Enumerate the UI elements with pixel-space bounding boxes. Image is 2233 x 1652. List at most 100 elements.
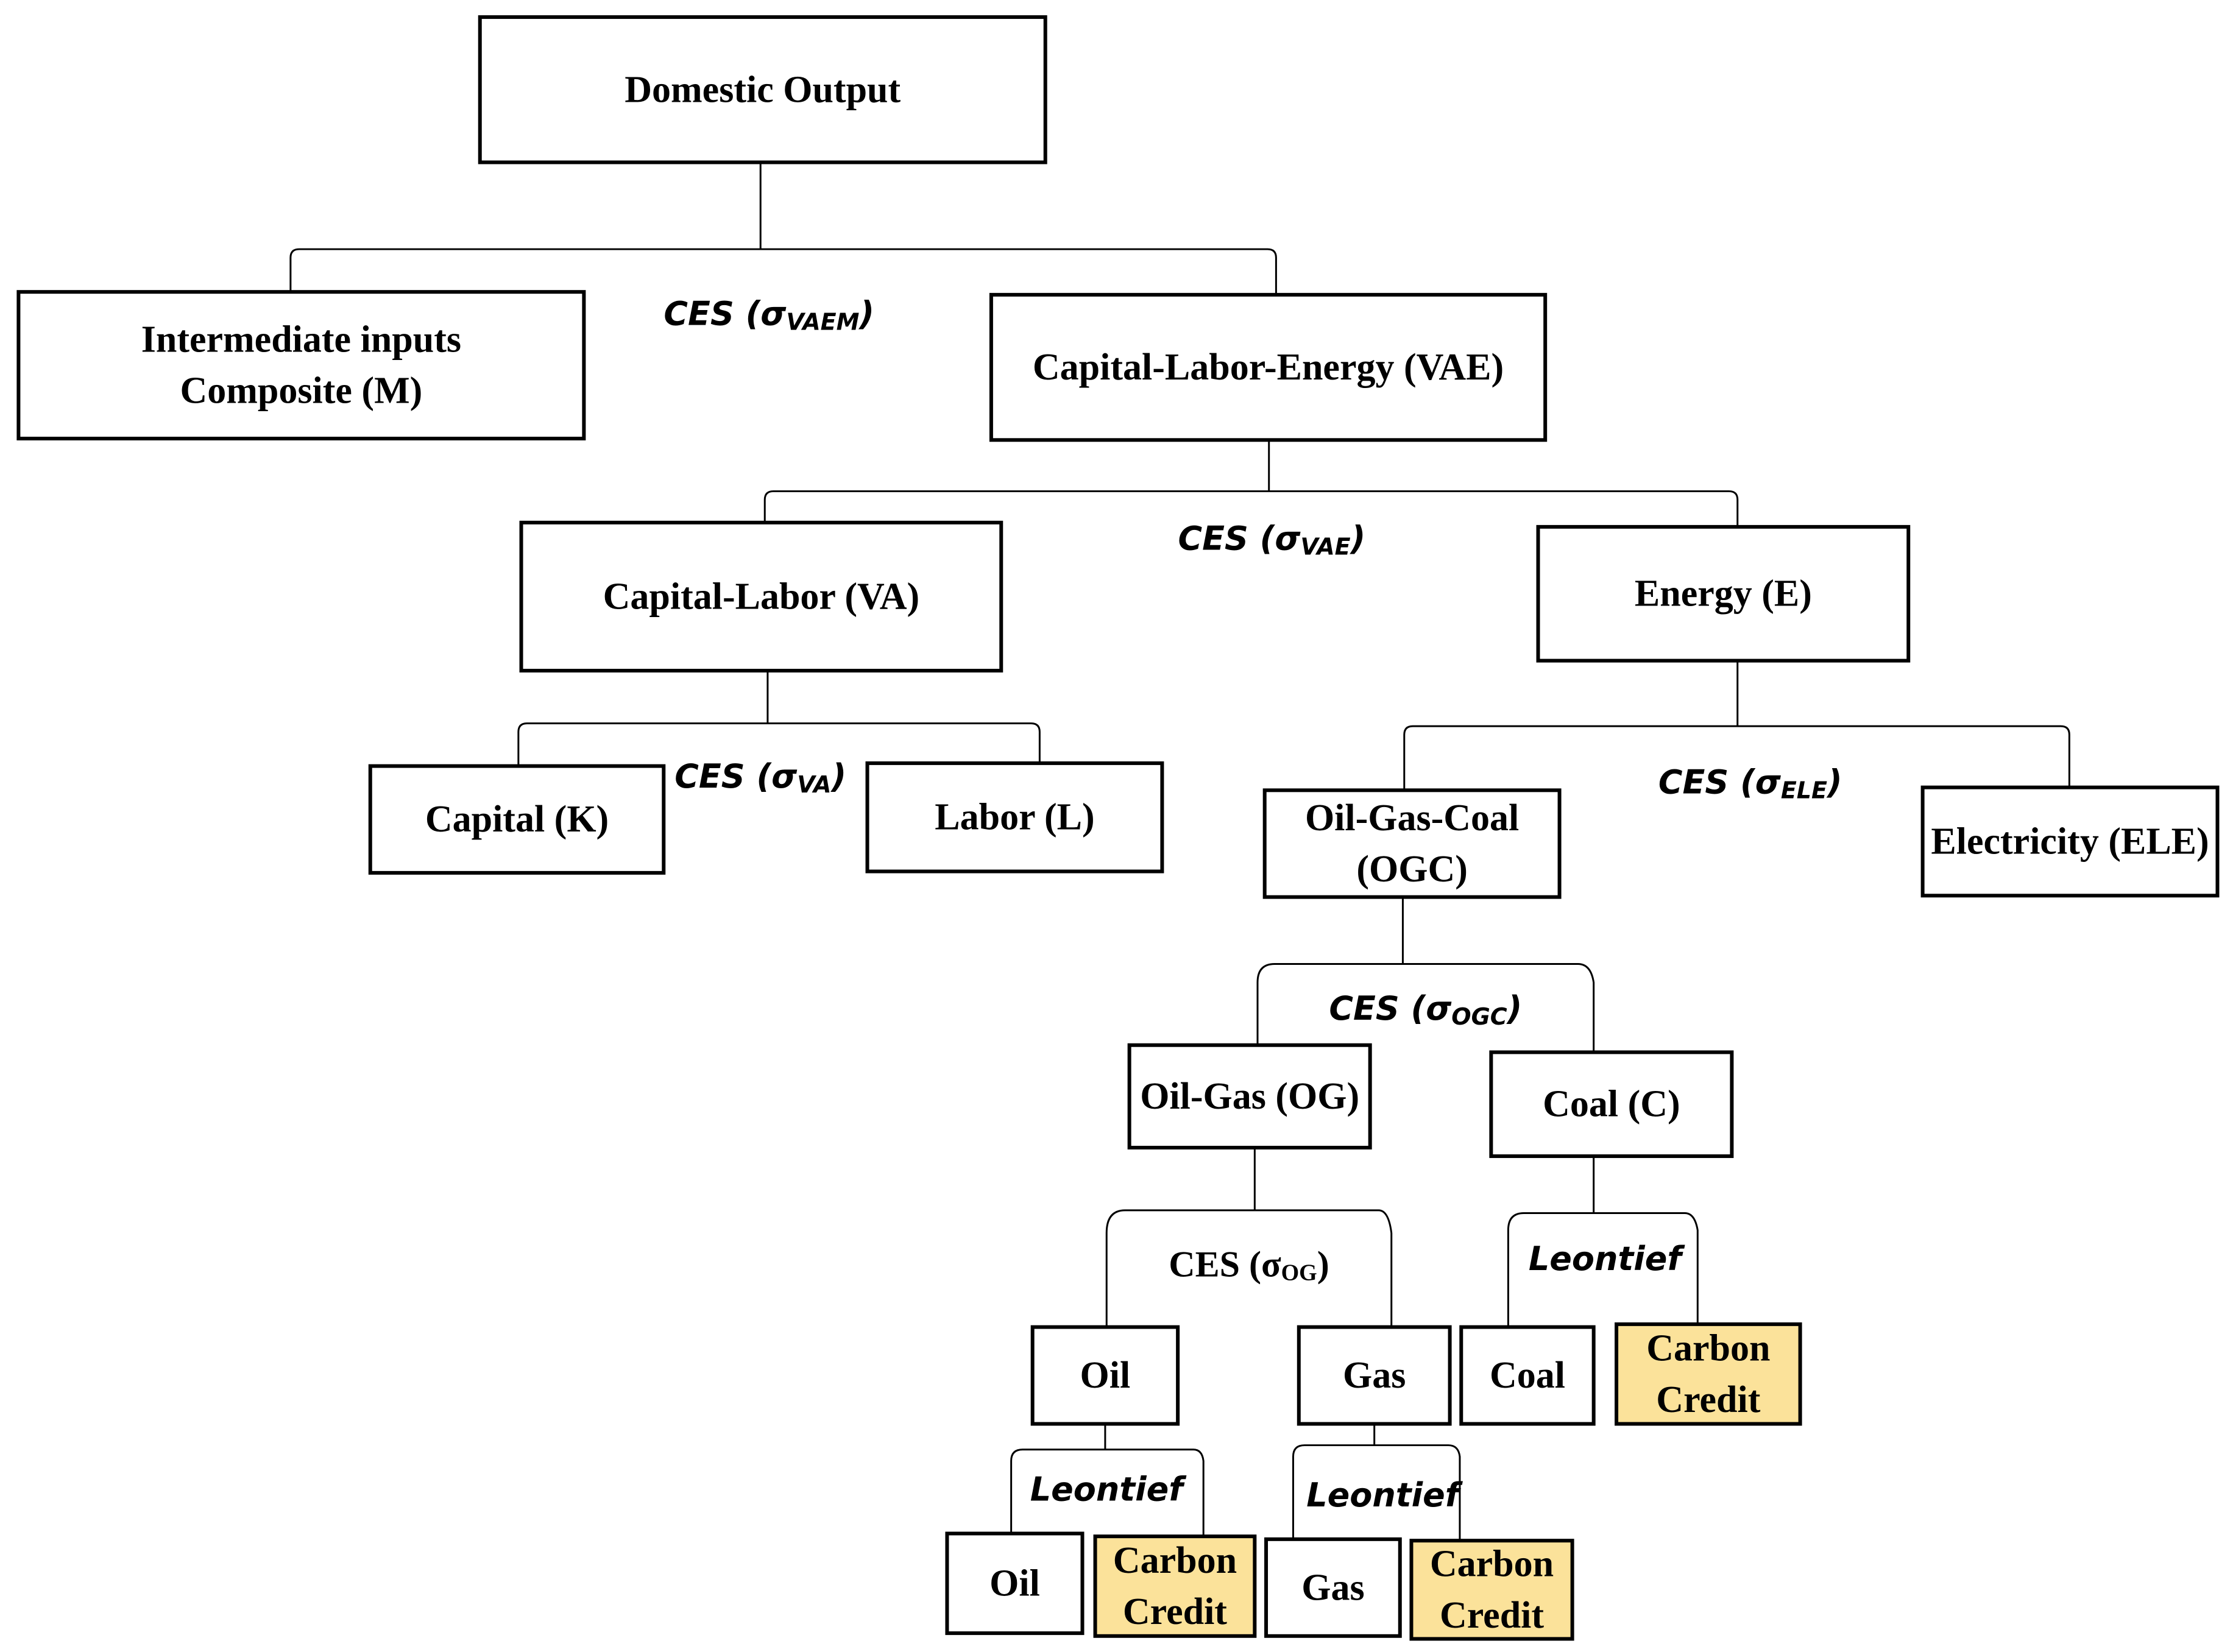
function-subscript: VA bbox=[797, 771, 831, 798]
node-gas-leaf: Gas bbox=[1264, 1537, 1402, 1638]
node-label: Oil bbox=[989, 1562, 1040, 1604]
function-labels: CES (σVAEM)CES (σVAE)CES (σVA)CES (σELE)… bbox=[664, 294, 1842, 1514]
function-suffix: ) bbox=[830, 757, 846, 795]
node-label: Capital-Labor (VA) bbox=[603, 576, 920, 617]
function-vaem: CES (σVAEM) bbox=[664, 294, 874, 336]
node-box bbox=[945, 1531, 1085, 1636]
node-label: Oil-Gas-Coal bbox=[1305, 797, 1519, 839]
function-subscript: OGC bbox=[1451, 1003, 1507, 1030]
node-label: Energy (E) bbox=[1635, 573, 1812, 615]
function-prefix: CES (σ bbox=[664, 294, 787, 333]
connector-8 bbox=[1010, 1424, 1205, 1537]
node-capital: Capital (K) bbox=[368, 764, 666, 875]
node-box bbox=[368, 764, 666, 875]
node-label: Carbon bbox=[1113, 1540, 1237, 1581]
node-box bbox=[1093, 1534, 1257, 1638]
connector-1 bbox=[289, 162, 1277, 295]
node-coal-c: Coal (C) bbox=[1489, 1050, 1734, 1159]
node-box bbox=[16, 290, 586, 440]
node-label: Labor (L) bbox=[935, 797, 1094, 838]
node-box bbox=[1536, 524, 1911, 663]
node-label: Composite (M) bbox=[180, 370, 423, 412]
connector-6 bbox=[1105, 1148, 1393, 1327]
node-box bbox=[865, 761, 1164, 874]
connector-5 bbox=[1256, 897, 1595, 1053]
function-suffix: ) bbox=[1826, 763, 1842, 801]
node-box bbox=[1920, 785, 2220, 898]
node-energy: Energy (E) bbox=[1536, 524, 1911, 663]
function-leontief-coal: Leontief bbox=[1529, 1240, 1686, 1278]
function-ele: CES (σELE) bbox=[1658, 763, 1842, 804]
node-label: Carbon bbox=[1646, 1328, 1770, 1369]
function-va: CES (σVA) bbox=[674, 757, 846, 798]
node-box bbox=[478, 15, 1047, 164]
node-label: Carbon bbox=[1430, 1544, 1554, 1585]
node-box bbox=[1459, 1325, 1596, 1426]
node-box bbox=[519, 520, 1003, 672]
function-suffix: ) bbox=[1350, 519, 1366, 557]
node-label: (OGC) bbox=[1356, 849, 1468, 890]
node-coal: Coal bbox=[1459, 1325, 1596, 1426]
node-label: Coal bbox=[1490, 1355, 1565, 1396]
node-label: Oil bbox=[1080, 1355, 1131, 1396]
function-suffix: ) bbox=[1506, 989, 1523, 1027]
node-oil: Oil bbox=[1030, 1325, 1180, 1426]
node-oil-leaf: Oil bbox=[945, 1531, 1085, 1636]
function-subscript: OG bbox=[1281, 1260, 1317, 1286]
node-box bbox=[1264, 1537, 1402, 1638]
node-domestic-output: Domestic Output bbox=[478, 15, 1047, 164]
node-box bbox=[1489, 1050, 1734, 1159]
connector-3 bbox=[517, 670, 1041, 766]
node-label: Credit bbox=[1440, 1595, 1544, 1636]
function-suffix: ) bbox=[858, 294, 874, 333]
node-label: Capital (K) bbox=[425, 799, 609, 840]
function-leontief-gas: Leontief bbox=[1306, 1476, 1463, 1514]
function-leontief-oil: Leontief bbox=[1030, 1470, 1187, 1509]
function-prefix: CES (σ bbox=[1169, 1244, 1281, 1285]
node-box bbox=[1262, 788, 1562, 899]
function-vae: CES (σVAE) bbox=[1178, 519, 1365, 560]
function-subscript: ELE bbox=[1781, 777, 1827, 803]
node-label: Domestic Output bbox=[625, 69, 901, 110]
function-prefix: CES (σ bbox=[1658, 763, 1782, 801]
node-va: Capital-Labor (VA) bbox=[519, 520, 1003, 672]
connector-2 bbox=[763, 440, 1739, 527]
function-prefix: CES (σ bbox=[1178, 519, 1301, 557]
connectors bbox=[289, 162, 2070, 1541]
node-electricity: Electricity (ELE) bbox=[1920, 785, 2220, 898]
function-suffix: ) bbox=[1317, 1244, 1329, 1285]
function-subscript: VAEM bbox=[786, 308, 859, 335]
function-ogc: CES (σOGC) bbox=[1329, 989, 1522, 1030]
node-box bbox=[1127, 1043, 1372, 1150]
node-label: Gas bbox=[1301, 1567, 1364, 1608]
node-label: Capital-Labor-Energy (VAE) bbox=[1033, 347, 1504, 388]
function-og: CES (σOG) bbox=[1169, 1244, 1329, 1286]
node-box bbox=[989, 292, 1548, 442]
node-label: Gas bbox=[1343, 1355, 1406, 1396]
node-labor: Labor (L) bbox=[865, 761, 1164, 874]
node-box bbox=[1409, 1539, 1574, 1641]
node-label: Intermediate inputs bbox=[141, 319, 461, 360]
connector-7 bbox=[1507, 1156, 1699, 1327]
node-label: Oil-Gas (OG) bbox=[1140, 1076, 1359, 1117]
function-prefix: CES (σ bbox=[674, 757, 798, 795]
function-prefix: CES (σ bbox=[1329, 989, 1452, 1027]
node-box bbox=[1030, 1325, 1180, 1426]
node-label: Credit bbox=[1656, 1379, 1760, 1421]
node-label: Coal (C) bbox=[1543, 1084, 1680, 1125]
node-label: Credit bbox=[1123, 1591, 1227, 1633]
node-ogc: Oil-Gas-Coal (OGC) bbox=[1262, 788, 1562, 899]
node-vae: Capital-Labor-Energy (VAE) bbox=[989, 292, 1548, 442]
node-box bbox=[1297, 1325, 1452, 1426]
node-box bbox=[1615, 1322, 1802, 1426]
node-label: Electricity (ELE) bbox=[1931, 821, 2209, 862]
node-og: Oil-Gas (OG) bbox=[1127, 1043, 1372, 1150]
connector-4 bbox=[1403, 660, 2070, 791]
function-subscript: VAE bbox=[1300, 534, 1350, 560]
connector-9 bbox=[1292, 1424, 1461, 1541]
